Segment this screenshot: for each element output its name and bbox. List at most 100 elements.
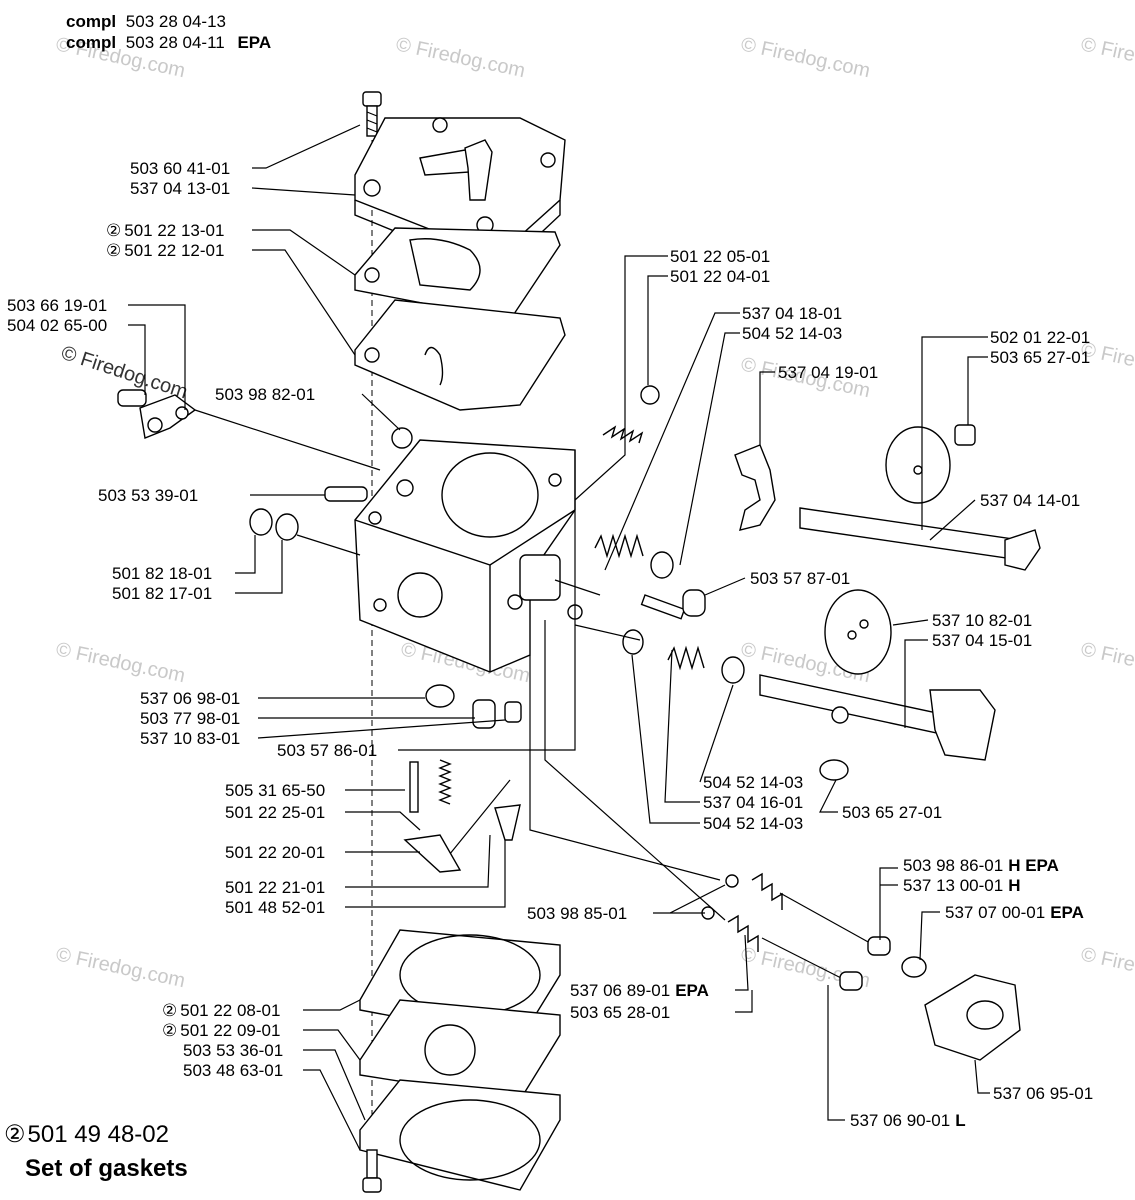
top-screw [362,91,382,137]
header-line-2: compl 503 28 04-11 EPA [66,33,271,52]
part-number: 501 22 09-01 [180,1021,280,1040]
part-label: 501 48 52-01 [225,898,325,917]
part-suffix: EPA [675,981,709,1000]
part-number: 503 28 04-11 [126,33,225,52]
part-label: 537 04 19-01 [778,363,878,382]
part-label: 537 10 83-01 [140,729,240,748]
part-label: 503 57 86-01 [277,741,377,760]
part-number: 503 28 04-13 [126,12,226,31]
part-label: 537 04 14-01 [980,491,1080,510]
part-label: 501 22 20-01 [225,843,325,862]
part-label: 503 65 28-01 [570,1003,670,1022]
part-label: 503 98 82-01 [215,385,315,404]
part-number: 537 13 00-01 [903,876,1003,895]
part-label: 537 04 13-01 [130,179,230,198]
part-label: 537 06 95-01 [993,1084,1093,1103]
throttle-washer [650,551,674,579]
mixture-needles [701,872,927,991]
part-label: 503 98 85-01 [527,904,627,923]
gasket-kit-mark: ② [162,1001,177,1020]
inlet-needle [403,759,521,873]
part-label: 501 22 25-01 [225,803,325,822]
carburetor-body [354,439,583,673]
part-label: 504 02 65-00 [7,316,107,335]
part-number: 537 06 90-01 [850,1111,950,1130]
pump-cover [354,117,566,263]
part-label: 537 06 98-01 [140,689,240,708]
part-label: 537 04 15-01 [932,631,1032,650]
part-number: 501 22 08-01 [180,1001,280,1020]
leader-lines [128,124,990,1151]
filter-screen [391,427,413,449]
part-label: 501 82 17-01 [112,584,212,603]
valve-screw [954,424,976,446]
plug [472,699,496,729]
watermark-text: © Firedog.com [1079,33,1135,82]
part-label: 503 53 39-01 [98,486,198,505]
idle-screw [640,589,706,620]
part-label: 537 06 89-01 EPA [570,981,709,1000]
gasket-kit-mark: ② [106,241,121,260]
part-label: 501 22 21-01 [225,878,325,897]
footer: ②501 49 48-02 Set of gaskets [4,1121,188,1182]
washer [275,513,299,541]
detent-spring [602,425,644,444]
part-number: 501 49 48-02 [28,1121,169,1148]
part-label: 503 65 27-01 [990,348,1090,367]
gasket-kit-number: ②501 49 48-02 [4,1121,169,1148]
gasket-kit-mark: ② [106,221,121,240]
lower-gasket-stack [359,929,561,1191]
part-number: 537 07 00-01 [945,903,1045,922]
compl-prefix: compl [66,12,116,31]
header: compl 503 28 04-13 compl 503 28 04-11 EP… [66,12,271,52]
part-number: 537 06 89-01 [570,981,670,1000]
fuel-inlet-nipple [324,486,368,502]
part-label: 501 22 05-01 [670,247,770,266]
part-suffix: H [1008,876,1020,895]
part-label: 504 52 14-03 [703,773,803,792]
throttle-valve-disc [885,426,951,504]
throttle-lever [734,444,776,531]
part-label: 503 65 27-01 [842,803,942,822]
part-label: 503 48 63-01 [183,1061,283,1080]
gasket-kit-mark: ② [162,1021,177,1040]
part-number: 503 98 86-01 [903,856,1003,875]
detent-ball [640,385,660,405]
part-number: 501 22 13-01 [124,221,224,240]
limiter-cap [924,974,1021,1061]
choke-shaft [622,629,996,781]
watermark-text: © Firedog.com [54,943,187,992]
part-suffix: L [955,1111,965,1130]
part-suffix: H EPA [1008,856,1059,875]
compl-prefix: compl [66,33,116,52]
watermark-text: © Firedog.com [394,33,527,82]
watermark-text: © Firedog.com [1079,943,1135,992]
part-label: 537 06 90-01 L [850,1111,966,1130]
part-label: 537 13 00-01 H [903,876,1020,895]
part-label: 503 53 36-01 [183,1041,283,1060]
part-label: 503 60 41-01 [130,159,230,178]
choke-valve-disc [824,589,892,675]
header-line-1: compl 503 28 04-13 [66,12,226,31]
throttle-shaft [799,507,1041,571]
watermark-text: © Firedog.com [739,33,872,82]
part-label: 504 52 14-03 [742,324,842,343]
part-label: 501 22 04-01 [670,267,770,286]
part-label: 537 04 16-01 [703,793,803,812]
part-label: 501 82 18-01 [112,564,212,583]
throttle-spring [594,533,644,559]
circlip [249,508,273,536]
part-label: 502 01 22-01 [990,328,1090,347]
lower-gasket [354,299,566,411]
bottom-screw [362,1149,382,1193]
part-label: 503 98 86-01 H EPA [903,856,1059,875]
part-label: 505 31 65-50 [225,781,325,800]
epa-suffix: EPA [237,33,271,52]
part-label: 504 52 14-03 [703,814,803,833]
gasket-kit-mark: ② [4,1121,26,1148]
gasket-kit-title: Set of gaskets [25,1155,188,1182]
